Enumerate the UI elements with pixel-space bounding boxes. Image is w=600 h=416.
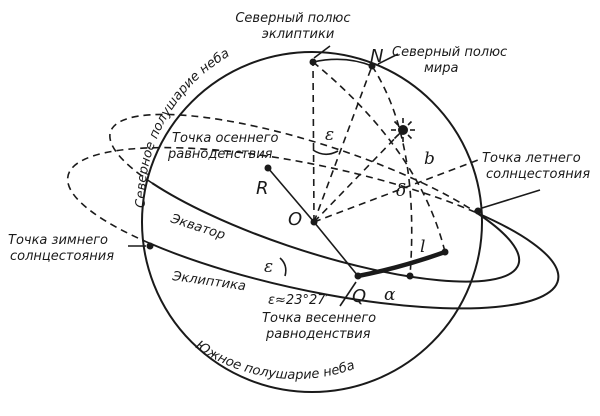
symbol-R: R <box>256 178 269 199</box>
sun-icon <box>391 118 415 142</box>
autumn-equinox-label: Точка осеннего равноденствия <box>167 131 283 162</box>
ecliptic-back <box>66 146 478 244</box>
ecliptic-circle <box>66 146 560 310</box>
symbol-epsilon-bottom: ε <box>264 257 273 277</box>
north-hemisphere-label: Северное полушарие неба <box>134 46 233 208</box>
symbol-N: N <box>370 46 383 67</box>
obliquity-label: ε≈23°27′ <box>268 293 329 308</box>
symbol-l: l <box>420 237 425 257</box>
ecliptic-axis <box>312 61 315 223</box>
south-hemisphere-label: Южное полушарие неба <box>193 338 357 383</box>
ecliptic-front <box>148 212 560 310</box>
leader-summer <box>481 189 541 209</box>
symbol-alpha: α <box>384 285 396 305</box>
autumn-equinox-point <box>264 164 272 172</box>
symbol-b: b <box>424 149 435 169</box>
center-point <box>310 218 318 226</box>
north-world-pole-label: Северный полюс мира <box>392 45 511 76</box>
equator-label: Экватор <box>168 211 227 243</box>
symbol-Q: Q <box>352 286 366 307</box>
ecliptic-latitude-circle <box>312 61 446 253</box>
symbol-O: O <box>288 209 302 230</box>
spring-equinox-point <box>354 272 362 280</box>
sun-projection-point <box>441 248 449 256</box>
line-to-spring-equinox <box>313 221 359 277</box>
line-to-sun <box>313 129 404 223</box>
epsilon-angle-arc <box>312 149 339 156</box>
leader-spring <box>339 281 357 307</box>
leader-world-pole <box>377 53 399 65</box>
ecliptic-pole-point <box>309 58 317 66</box>
equator-front <box>151 182 521 283</box>
equator-projection-point <box>406 272 414 280</box>
world-axis <box>313 65 373 223</box>
equator-circle <box>109 113 521 283</box>
summer-solstice-label: Точка летнего солнцестояния <box>482 151 590 182</box>
winter-solstice-label: Точка зимнего солнцестояния <box>8 233 114 264</box>
equator-back <box>109 113 478 214</box>
ecliptic-longitude-arc <box>357 249 446 279</box>
north-ecliptic-pole-label: Северный полюс эклиптики <box>235 11 354 42</box>
symbol-delta: δ <box>396 181 406 201</box>
world-pole-point <box>368 62 376 70</box>
symbol-epsilon-top: ε <box>325 125 334 145</box>
winter-solstice-point <box>146 242 154 250</box>
celestial-sphere <box>141 51 483 393</box>
line-to-summer-solstice <box>313 159 479 223</box>
hour-circle <box>371 65 413 277</box>
summer-solstice-point <box>474 207 482 215</box>
pole-connector <box>312 58 373 67</box>
leader-ecliptic-pole <box>313 45 331 59</box>
epsilon-angle-arc-bottom <box>279 257 287 277</box>
spring-equinox-label: Точка весеннего равноденствия <box>262 311 380 342</box>
line-to-autumn-equinox <box>267 167 315 223</box>
